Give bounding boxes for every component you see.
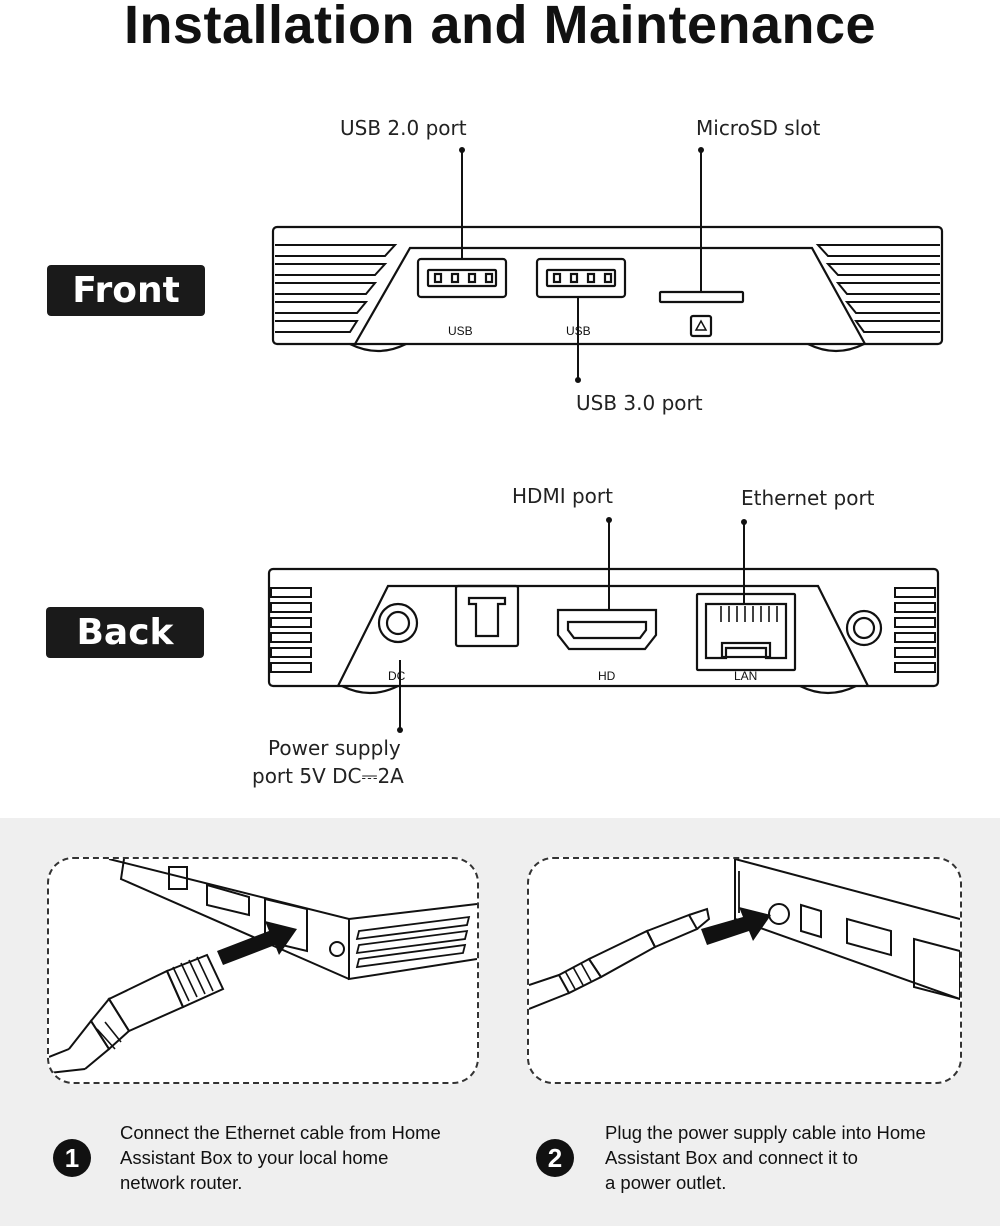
step-text-1: Connect the Ethernet cable from Home Ass… xyxy=(120,1122,441,1193)
usb3-port-drawing xyxy=(535,257,627,299)
port-label-lan: LAN xyxy=(734,669,757,683)
dc-jack-drawing xyxy=(377,602,419,644)
step-number-1: 1 xyxy=(53,1139,91,1177)
front-tag: Front xyxy=(47,265,205,316)
usb2-callout-label: USB 2.0 port xyxy=(340,116,467,140)
power-callout-label-line2: port 5V DC⎓2A xyxy=(252,764,404,788)
usb2-port-drawing xyxy=(416,257,508,299)
port-label-hd: HD xyxy=(598,669,616,683)
usb3-callout-label: USB 3.0 port xyxy=(576,391,703,415)
back-tag: Back xyxy=(46,607,204,658)
hdmi-callout-label: HDMI port xyxy=(512,484,613,508)
port-label-usb-left: USB xyxy=(448,324,473,338)
power-illustration xyxy=(529,859,960,1010)
step-number-2: 2 xyxy=(536,1139,574,1177)
page-title: Installation and Maintenance xyxy=(123,0,877,55)
front-vents-left xyxy=(275,244,398,333)
hdmi-port-drawing xyxy=(556,608,658,651)
lan-port-drawing xyxy=(695,592,797,672)
microsd-slot-drawing xyxy=(658,290,745,338)
front-vents-right xyxy=(815,244,940,333)
port-label-usb-right: USB xyxy=(566,324,591,338)
callout-dots xyxy=(397,147,747,733)
ethernet-illustration xyxy=(49,859,477,1074)
av-jack-drawing xyxy=(845,609,883,647)
instructions-section: 1 Connect the Ethernet cable from Home A… xyxy=(0,818,1000,1226)
microsd-callout-label: MicroSD slot xyxy=(696,116,821,140)
insert-arrow-icon xyxy=(217,921,297,965)
back-callout-lines xyxy=(399,520,745,730)
power-callout-label-line1: Power supply xyxy=(268,736,401,760)
optical-port-drawing xyxy=(454,584,520,648)
back-vents-left xyxy=(270,587,312,673)
port-label-dc: DC xyxy=(388,669,406,683)
insert-arrow-icon xyxy=(701,907,771,945)
front-device-outline xyxy=(271,225,944,353)
step-text-2: Plug the power supply cable into Home As… xyxy=(605,1122,926,1193)
ethernet-illustration-panel xyxy=(47,857,479,1084)
back-vents-right xyxy=(894,587,936,673)
power-illustration-panel xyxy=(527,857,962,1084)
front-callout-lines xyxy=(461,150,702,380)
back-device-outline xyxy=(267,567,940,695)
ethernet-callout-label: Ethernet port xyxy=(741,486,875,510)
device-diagram: USB USB DC HD LAN xyxy=(267,147,944,733)
